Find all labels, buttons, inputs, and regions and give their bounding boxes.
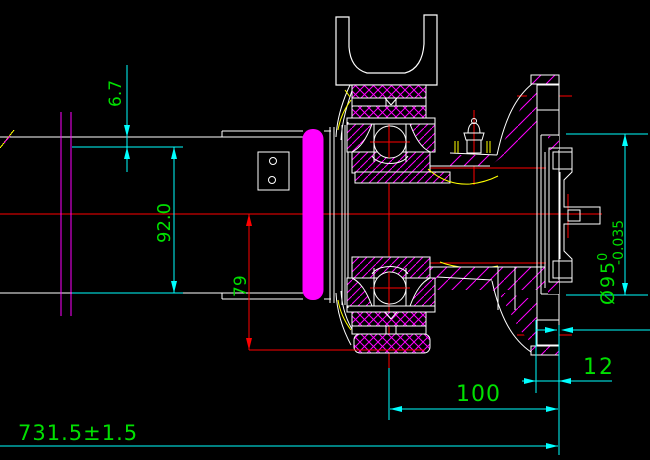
dim-6-7: 6.7	[72, 65, 183, 172]
dim-d95-text: Ø95	[597, 260, 619, 305]
lower-ball-centerlines	[374, 272, 406, 304]
seal-highlight[interactable]	[302, 129, 324, 300]
shaft-spline-end	[548, 147, 601, 283]
dim-6-7-text: 6.7	[106, 80, 126, 107]
dim-d95: Ø95 0 -0.035	[566, 133, 648, 305]
upper-bearing	[346, 117, 436, 174]
mounting-plate	[257, 151, 290, 191]
seal-carrier	[329, 84, 356, 346]
bearing-retainer-top	[351, 84, 427, 119]
phantom-boundary-lines	[0, 112, 72, 316]
lower-bearing	[346, 256, 436, 313]
seal-lip-bottom	[337, 299, 352, 331]
upper-ball-centerlines	[374, 126, 406, 158]
dim-731-5-text: 731.5±1.5	[18, 421, 138, 445]
castle-nut	[351, 311, 431, 354]
bolt-hole-bottom	[536, 319, 560, 346]
hub-flange	[357, 74, 560, 356]
dim-d95-tol-lower: -0.035	[611, 220, 627, 265]
flange-top-cap	[530, 74, 560, 85]
snap-ring-top	[427, 168, 499, 185]
grease-fitting	[454, 118, 491, 154]
dim-100-text: 100	[456, 382, 501, 407]
dim-100: 100	[388, 368, 558, 420]
flange-bottom-cap	[530, 345, 560, 356]
dim-92: 92.0	[72, 147, 183, 294]
bolt-hole-top	[536, 84, 560, 111]
dim-d95-tol-upper: 0	[596, 253, 611, 261]
seal-lip-top	[337, 99, 352, 131]
dim-92-text: 92.0	[154, 203, 175, 243]
plate-hole-bottom	[268, 176, 276, 184]
steering-yoke	[335, 14, 438, 86]
dim-79: 79	[231, 214, 425, 351]
dim-12: 12	[522, 320, 650, 455]
dim-731-5: 731.5±1.5	[0, 421, 558, 449]
dim-12-text: 12	[583, 355, 615, 380]
dim-79-text: 79	[231, 275, 251, 297]
plate-hole-top	[269, 157, 277, 165]
